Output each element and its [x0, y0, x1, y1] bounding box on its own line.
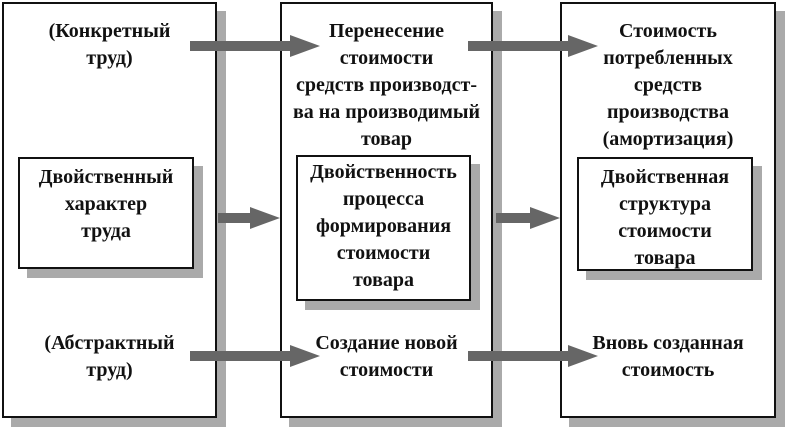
- arrow-middle-1: [218, 207, 280, 229]
- col1-center-text: Двойственный характер труда: [38, 166, 174, 242]
- col2-bottom-text: Создание новой стоимости: [315, 332, 458, 381]
- center-box-3: [577, 157, 753, 271]
- col1-top-text: (Конкретный труд): [48, 20, 171, 69]
- arrow-middle-2: [496, 207, 560, 229]
- center-box-1: [18, 157, 194, 269]
- center-box-2: [296, 155, 471, 301]
- col2-top-text: Перенесение стоимости средств производст…: [292, 20, 481, 150]
- arrow-top-1: [190, 35, 320, 57]
- arrow-top-2: [468, 35, 598, 57]
- arrow-bottom-2: [468, 345, 598, 367]
- arrow-bottom-1: [190, 345, 320, 367]
- col1-bottom-text: (Абстрактный труд): [44, 332, 175, 381]
- col3-bottom-text: Вновь созданная стоимость: [592, 332, 744, 381]
- col3-top-text: Стоимость потребленных средств производс…: [602, 20, 734, 150]
- col2-center-text: Двойственность процесса формирования сто…: [310, 161, 457, 291]
- col3-center-text: Двойственная структура стоимости товара: [600, 166, 730, 269]
